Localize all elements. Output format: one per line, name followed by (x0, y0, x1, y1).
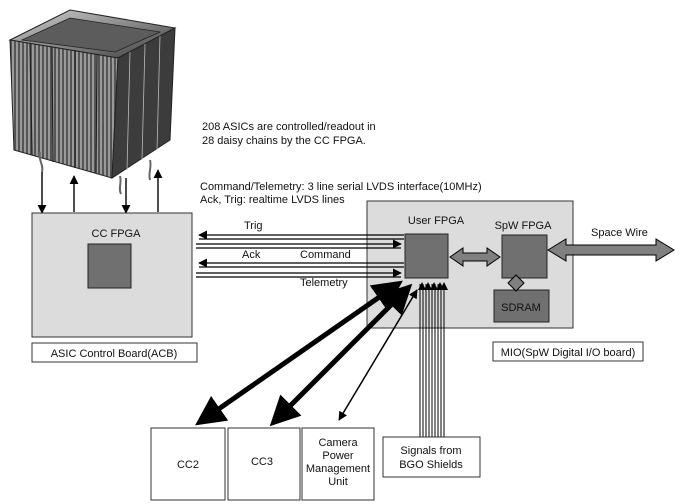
sdram-label: SDRAM (501, 302, 541, 314)
telemetry-label: Telemetry (300, 277, 348, 289)
bgo-label-line1: Signals from (400, 445, 461, 457)
spw-fpga-label: SpW FPGA (495, 220, 553, 232)
cc2-label: CC2 (177, 459, 199, 471)
spw-fpga-chip (501, 234, 548, 279)
bgo-signal-lines (419, 284, 445, 437)
trig-label: Trig (244, 220, 263, 232)
user-fpga-external-links (195, 280, 418, 427)
mio-board: User FPGA SpW FPGA SDRAM (366, 200, 574, 329)
bgo-arrowheads (418, 282, 448, 290)
user-fpga-label: User FPGA (408, 215, 465, 227)
acb-board: CC FPGA (31, 212, 193, 338)
cc2-box (150, 427, 226, 501)
interface-note-line2: Ack, Trig: realtime LVDS lines (200, 194, 345, 206)
cpmu-label-line2: Power (322, 450, 354, 462)
spw-sdram-link-arrow (507, 274, 525, 292)
cc3-label: CC3 (251, 456, 273, 468)
asic-note-line2: 28 daisy chains by the CC FPGA. (202, 135, 366, 147)
cpmu-label-line4: Unit (328, 476, 348, 488)
sdram-chip (493, 289, 550, 323)
cpmu-label-line1: Camera (318, 437, 358, 449)
cc3-box (227, 427, 301, 501)
acb-caption: ASIC Control Board(ACB) (51, 348, 178, 360)
space-wire-label: Space Wire (591, 227, 648, 239)
acb-mio-signal-lines (196, 230, 404, 278)
cpmu-label-line3: Management (306, 463, 370, 475)
detector-module-illustration (8, 9, 177, 195)
detector-acb-links (37, 169, 163, 214)
asic-note-line1: 208 ASICs are controlled/readout in (202, 121, 376, 133)
cc-fpga-chip (87, 243, 132, 289)
ack-label: Ack (242, 249, 261, 261)
cc-fpga-label: CC FPGA (92, 228, 142, 240)
cpmu-box (301, 427, 375, 501)
user-spw-link-arrow (449, 247, 501, 267)
mio-caption: MIO(SpW Digital I/O board) (501, 347, 635, 359)
space-wire-arrow (547, 238, 675, 262)
command-label: Command (300, 249, 351, 261)
mio-caption-box (492, 341, 644, 362)
bgo-label-line2: BGO Shields (399, 459, 463, 471)
interface-note-line1: Command/Telemetry: 3 line serial LVDS in… (200, 181, 482, 193)
user-fpga-chip (404, 233, 449, 279)
bgo-box (382, 436, 481, 478)
